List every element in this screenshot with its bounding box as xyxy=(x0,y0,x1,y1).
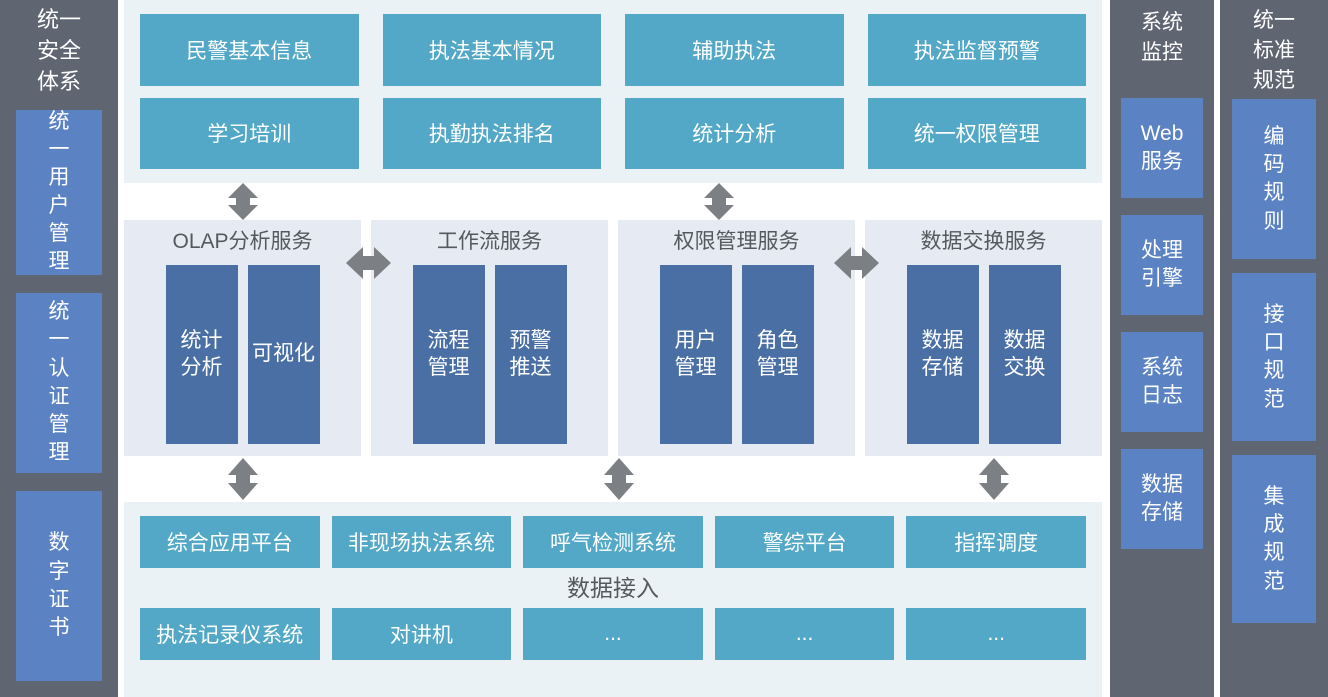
data-access-row-bottom: 执法记录仪系统 对讲机 ... ... ... xyxy=(140,608,1086,660)
right-rail-system-monitoring: 系统 监控 Web 服务 处理 引擎 系统 日志 数据 存储 xyxy=(1110,0,1214,697)
data-access-caption: 数据接入 xyxy=(567,575,659,601)
service-item-data-exchange[interactable]: 数据 交换 xyxy=(988,265,1061,444)
service-item-data-storage[interactable]: 数据 存储 xyxy=(906,265,979,444)
monitor-rail-block-label: 数据 存储 xyxy=(1141,472,1183,524)
service-item-user-management[interactable]: 用户 管理 xyxy=(659,265,732,444)
arrow-apps-to-permission xyxy=(702,183,736,220)
standard-rail-block-interface-spec[interactable]: 接 口 规 范 xyxy=(1232,273,1316,442)
service-data-exchange[interactable]: 数据交换服务 数据 存储 数据 交换 xyxy=(865,220,1102,456)
data-source-more-3[interactable]: ... xyxy=(906,608,1086,660)
left-rail-block-digital-certificate[interactable]: 数 字 证 书 xyxy=(16,490,102,681)
applications-grid: 民警基本信息 执法基本情况 辅助执法 执法监督预警 学习培训 执勤执法排名 统计… xyxy=(140,14,1086,169)
arrow-permission-to-data-exchange xyxy=(834,246,879,280)
app-tile-unified-permission-management[interactable]: 统一权限管理 xyxy=(867,97,1086,169)
data-source-law-enforcement-recorder-system[interactable]: 执法记录仪系统 xyxy=(140,608,320,660)
left-rail-block-user-management[interactable]: 统 一 用 户 管 理 xyxy=(16,109,102,275)
arrow-olap-to-workflow xyxy=(346,246,391,280)
data-source-walkie-talkie[interactable]: 对讲机 xyxy=(331,608,512,660)
left-rail-block-label: 统 一 认 证 管 理 xyxy=(48,300,70,464)
service-items: 统计 分析 可视化 xyxy=(134,265,351,444)
standard-rail-block-label: 集 成 规 范 xyxy=(1263,485,1285,593)
monitor-rail-block-label: 处理 引擎 xyxy=(1141,238,1183,290)
service-item-role-management[interactable]: 角色 管理 xyxy=(741,265,814,444)
service-title: 权限管理服务 xyxy=(673,230,800,253)
monitor-rail-block-label: Web 服务 xyxy=(1140,121,1184,173)
app-tile-enforcement-supervision-alert[interactable]: 执法监督预警 xyxy=(867,14,1086,86)
service-title: 工作流服务 xyxy=(437,230,542,253)
data-source-offsite-enforcement-system[interactable]: 非现场执法系统 xyxy=(331,516,512,568)
data-source-more-2[interactable]: ... xyxy=(714,608,895,660)
app-tile-assisted-enforcement[interactable]: 辅助执法 xyxy=(625,14,844,86)
right-rail-unified-standards: 统一 标准 规范 编 码 规 则 接 口 规 范 集 成 规 范 xyxy=(1220,0,1328,697)
service-item-process-management[interactable]: 流程 管理 xyxy=(412,265,485,444)
arrow-apps-to-olap xyxy=(226,183,260,220)
monitor-rail-block-processing-engine[interactable]: 处理 引擎 xyxy=(1121,214,1203,315)
data-source-more-1[interactable]: ... xyxy=(523,608,703,660)
left-rail-title: 统一 安全 体系 xyxy=(36,7,81,95)
data-source-integrated-application-platform[interactable]: 综合应用平台 xyxy=(140,516,320,568)
standard-rail-block-label: 编 码 规 则 xyxy=(1263,125,1285,233)
standard-rail-block-label: 接 口 规 范 xyxy=(1263,303,1285,411)
services-band: OLAP分析服务 统计 分析 可视化 工作流服务 流程 管理 预警 推送 权限管… xyxy=(124,220,1102,456)
center-stage: 民警基本信息 执法基本情况 辅助执法 执法监督预警 学习培训 执勤执法排名 统计… xyxy=(124,0,1102,697)
arrow-data-exchange-to-data-access xyxy=(977,458,1011,500)
app-tile-enforcement-basics[interactable]: 执法基本情况 xyxy=(382,14,601,86)
service-item-alert-push[interactable]: 预警 推送 xyxy=(494,265,567,444)
standard-rail-title: 统一 标准 规范 xyxy=(1253,9,1295,92)
service-title: 数据交换服务 xyxy=(920,230,1047,253)
arrow-olap-to-data-access xyxy=(226,458,260,500)
service-permission-management[interactable]: 权限管理服务 用户 管理 角色 管理 xyxy=(618,220,855,456)
data-source-breath-test-system[interactable]: 呼气检测系统 xyxy=(523,516,703,568)
service-item-visualization[interactable]: 可视化 xyxy=(247,265,320,444)
monitor-rail-block-system-log[interactable]: 系统 日志 xyxy=(1121,331,1203,432)
left-rail-unified-security: 统一 安全 体系 统 一 用 户 管 理 统 一 认 证 管 理 数 字 证 书 xyxy=(0,0,118,697)
service-items: 流程 管理 预警 推送 xyxy=(381,265,598,444)
service-items: 数据 存储 数据 交换 xyxy=(875,265,1092,444)
standard-rail-block-coding-rules[interactable]: 编 码 规 则 xyxy=(1232,99,1316,260)
left-rail-block-label: 数 字 证 书 xyxy=(48,531,70,639)
monitor-rail-block-label: 系统 日志 xyxy=(1141,355,1183,407)
service-item-statistical-analysis[interactable]: 统计 分析 xyxy=(165,265,238,444)
standard-rail-block-integration-spec[interactable]: 集 成 规 范 xyxy=(1232,455,1316,624)
service-items: 用户 管理 角色 管理 xyxy=(628,265,845,444)
data-access-panel: 综合应用平台 非现场执法系统 呼气检测系统 警综平台 指挥调度 数据接入 执法记… xyxy=(124,502,1102,697)
monitor-rail-block-web-service[interactable]: Web 服务 xyxy=(1121,97,1203,198)
app-tile-statistical-analysis[interactable]: 统计分析 xyxy=(625,97,844,169)
arrow-permission-to-data-access xyxy=(602,458,636,500)
service-title: OLAP分析服务 xyxy=(172,230,313,253)
applications-panel: 民警基本信息 执法基本情况 辅助执法 执法监督预警 学习培训 执勤执法排名 统计… xyxy=(124,0,1102,183)
app-tile-duty-enforcement-ranking[interactable]: 执勤执法排名 xyxy=(382,97,601,169)
monitor-rail-title: 系统 监控 xyxy=(1141,11,1183,64)
data-source-police-integrated-platform[interactable]: 警综平台 xyxy=(714,516,895,568)
left-rail-block-auth-management[interactable]: 统 一 认 证 管 理 xyxy=(16,292,102,473)
app-tile-officer-basic-info[interactable]: 民警基本信息 xyxy=(140,14,359,86)
data-access-row-top: 综合应用平台 非现场执法系统 呼气检测系统 警综平台 指挥调度 xyxy=(140,516,1086,568)
service-olap-analysis[interactable]: OLAP分析服务 统计 分析 可视化 xyxy=(124,220,361,456)
data-source-command-dispatch[interactable]: 指挥调度 xyxy=(906,516,1086,568)
monitor-rail-block-data-storage[interactable]: 数据 存储 xyxy=(1121,448,1203,549)
app-tile-learning-training[interactable]: 学习培训 xyxy=(140,97,359,169)
left-rail-block-label: 统 一 用 户 管 理 xyxy=(48,109,70,274)
service-workflow[interactable]: 工作流服务 流程 管理 预警 推送 xyxy=(371,220,608,456)
